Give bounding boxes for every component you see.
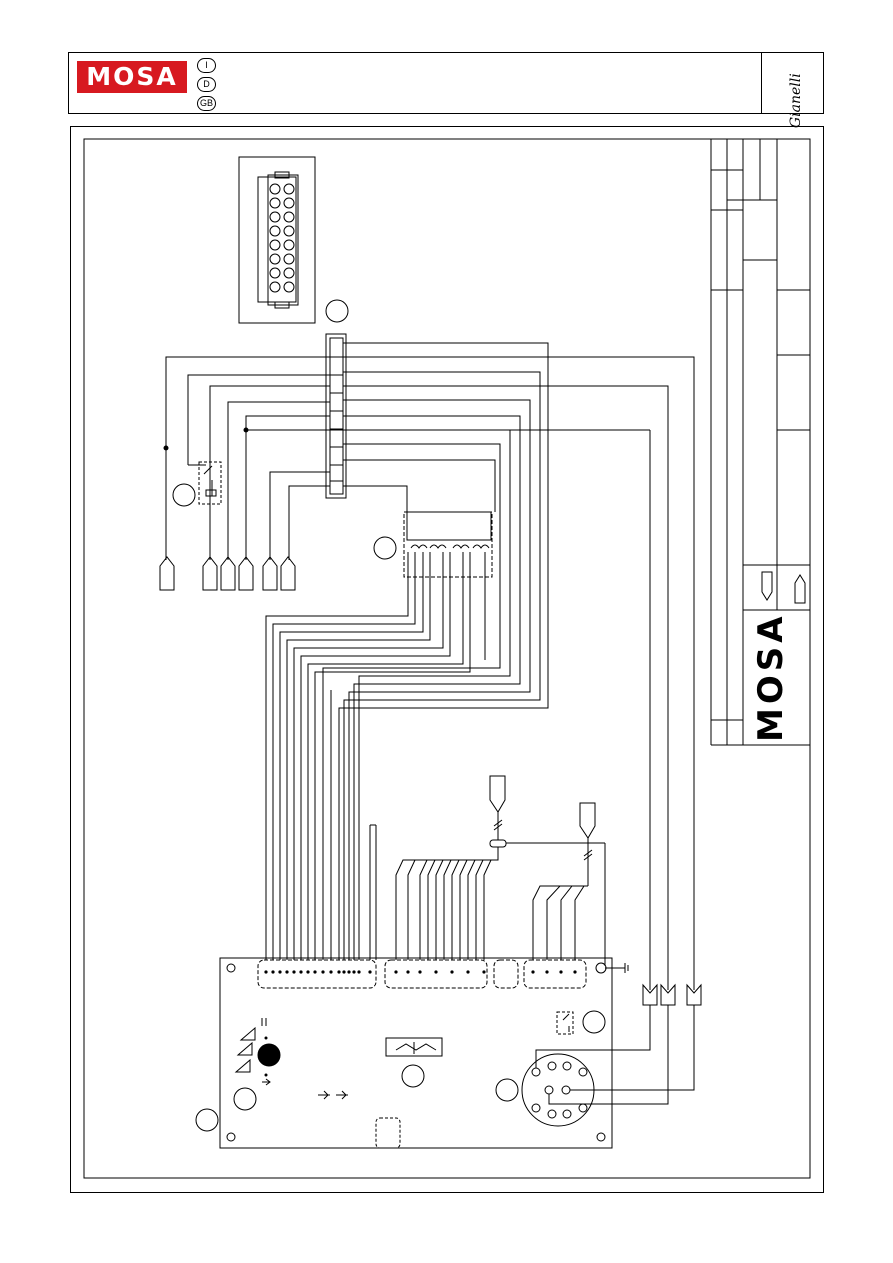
- callout-circle-1: [326, 300, 348, 322]
- inner-border: [84, 139, 810, 1178]
- signature: Gianelli: [788, 73, 804, 128]
- titleblock-brand: MOSA: [751, 612, 791, 742]
- control-board: [196, 958, 701, 1148]
- left-wiring: [160, 357, 650, 590]
- right-wiring: [323, 343, 694, 990]
- title-block: MOSA: [711, 139, 810, 745]
- connector-16pin: [239, 157, 315, 323]
- signal-cables: [396, 776, 605, 966]
- transformer: [374, 512, 492, 577]
